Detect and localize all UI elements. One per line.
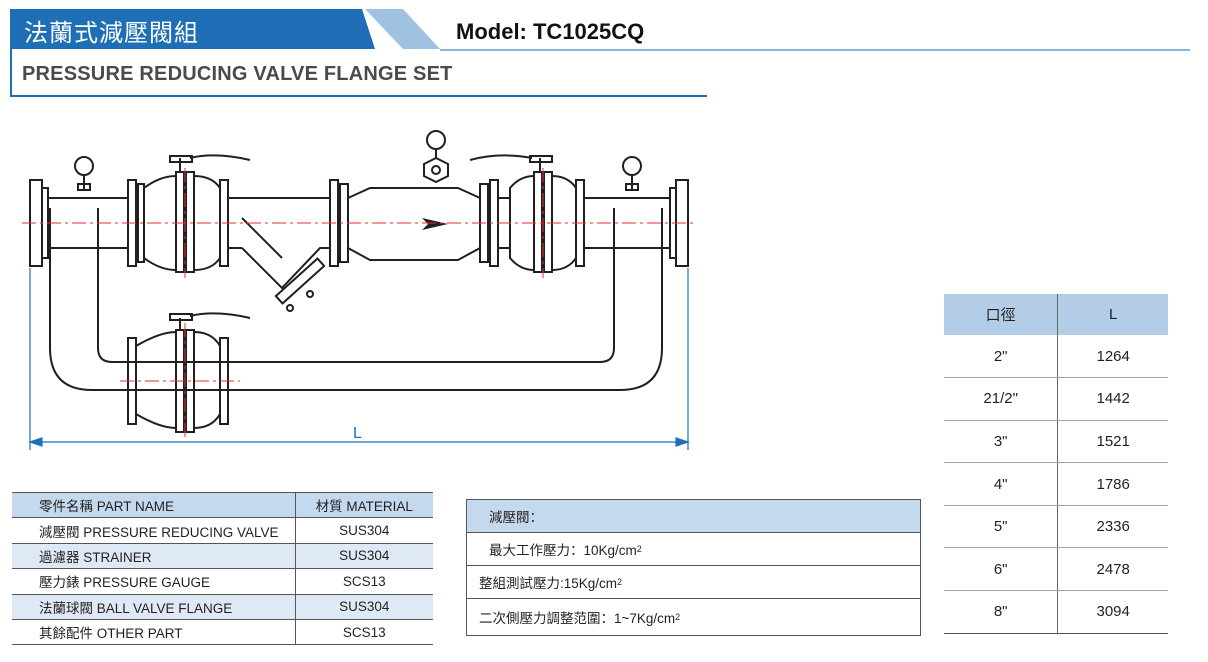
- size-value: 5": [944, 505, 1059, 549]
- unit-superscript: 2: [636, 544, 642, 554]
- part-name: 壓力錶 PRESSURE GAUGE: [12, 568, 296, 595]
- size-value: 2": [944, 335, 1059, 379]
- valve-set-drawing: L: [22, 130, 696, 450]
- size-value: 4": [944, 462, 1059, 506]
- size-value: 8": [944, 590, 1059, 634]
- length-value: 3094: [1057, 590, 1168, 634]
- table-row: 5" 2336: [944, 505, 1168, 549]
- unit-superscript: 2: [675, 612, 681, 622]
- table-row: 法蘭球閥 BALL VALVE FLANGE SUS304: [12, 594, 433, 620]
- table-row: 3" 1521: [944, 420, 1168, 464]
- table-row: 6" 2478: [944, 547, 1168, 592]
- part-name: 減壓閥 PRESSURE REDUCING VALVE: [12, 517, 296, 544]
- size-value: 21/2": [944, 377, 1059, 421]
- parts-header-material: 材質 MATERIAL: [295, 491, 433, 519]
- length-value: 2478: [1057, 547, 1168, 592]
- table-row: 21/2" 1442: [944, 377, 1168, 421]
- table-row: 8" 3094: [944, 590, 1168, 634]
- ball-valve-bypass: [127, 312, 251, 433]
- pressure-gauge-left: [74, 156, 94, 191]
- size-value: 6": [944, 547, 1059, 592]
- length-value: 1442: [1057, 377, 1168, 421]
- part-material: SUS304: [295, 543, 433, 570]
- page-title: 法蘭式減壓閥組: [24, 19, 199, 47]
- parts-header-name: 零件名稱 PART NAME: [12, 491, 296, 519]
- dim-arrow-left-icon: [28, 437, 43, 447]
- length-value: 1521: [1057, 420, 1168, 464]
- page-subtitle: PRESSURE REDUCING VALVE FLANGE SET: [22, 63, 453, 85]
- part-material: SUS304: [295, 517, 433, 544]
- table-row: 減壓閥 PRESSURE REDUCING VALVE SUS304: [12, 517, 433, 544]
- test-pressure: 整組測試壓力:15Kg/cm: [479, 576, 618, 591]
- size-value: 3": [944, 420, 1059, 464]
- table-row: 其餘配件 OTHER PART SCS13: [12, 619, 433, 646]
- size-table: 口徑 L 2" 1264 21/2" 1442 3" 1521 4" 1786 …: [944, 294, 1168, 634]
- size-header-length: L: [1057, 294, 1168, 335]
- part-material: SCS13: [295, 619, 433, 646]
- model-number: Model: TC1025CQ: [456, 19, 645, 44]
- flow-arrow-icon: [390, 218, 448, 230]
- length-value: 2336: [1057, 505, 1168, 549]
- bypass-pipe-outer: [49, 208, 663, 391]
- pressure-spec-heading-text: 減壓閥：: [489, 510, 543, 525]
- parts-table: 零件名稱 PART NAME 材質 MATERIAL 減壓閥 PRESSURE …: [12, 491, 433, 646]
- max-working-pressure: 最大工作壓力：10Kg/cm: [489, 543, 637, 558]
- title-banner: [10, 9, 375, 49]
- unit-superscript: 2: [617, 577, 623, 587]
- length-value: 1264: [1057, 335, 1168, 379]
- subtitle-frame: [10, 49, 707, 97]
- dim-arrow-right-icon: [675, 437, 690, 447]
- size-header-diameter: 口徑: [944, 294, 1059, 335]
- title-banner-accent: [365, 9, 440, 49]
- part-name: 過濾器 STRAINER: [12, 543, 296, 570]
- table-row: 壓力錶 PRESSURE GAUGE SCS13: [12, 568, 433, 595]
- pressure-reducing-valve-body: [329, 130, 499, 267]
- dimension-label: L: [353, 425, 362, 442]
- part-material: SCS13: [295, 568, 433, 595]
- ball-valve-left: [127, 154, 251, 273]
- strainer: [228, 197, 330, 312]
- adjust-pressure-range: 二次側壓力調整范圍：1~7Kg/cm: [479, 611, 676, 626]
- table-row: 2" 1264: [944, 335, 1168, 379]
- table-row: 4" 1786: [944, 462, 1168, 506]
- bypass-pipe-inner: [97, 208, 615, 363]
- part-material: SUS304: [295, 594, 433, 620]
- pressure-gauge-right: [622, 156, 642, 191]
- part-name: 法蘭球閥 BALL VALVE FLANGE: [12, 594, 296, 620]
- header-divider: [440, 49, 1190, 51]
- length-value: 1786: [1057, 462, 1168, 506]
- table-row: 過濾器 STRAINER SUS304: [12, 543, 433, 570]
- part-name: 其餘配件 OTHER PART: [12, 619, 296, 646]
- pressure-spec-heading: 減壓閥：: [467, 500, 920, 533]
